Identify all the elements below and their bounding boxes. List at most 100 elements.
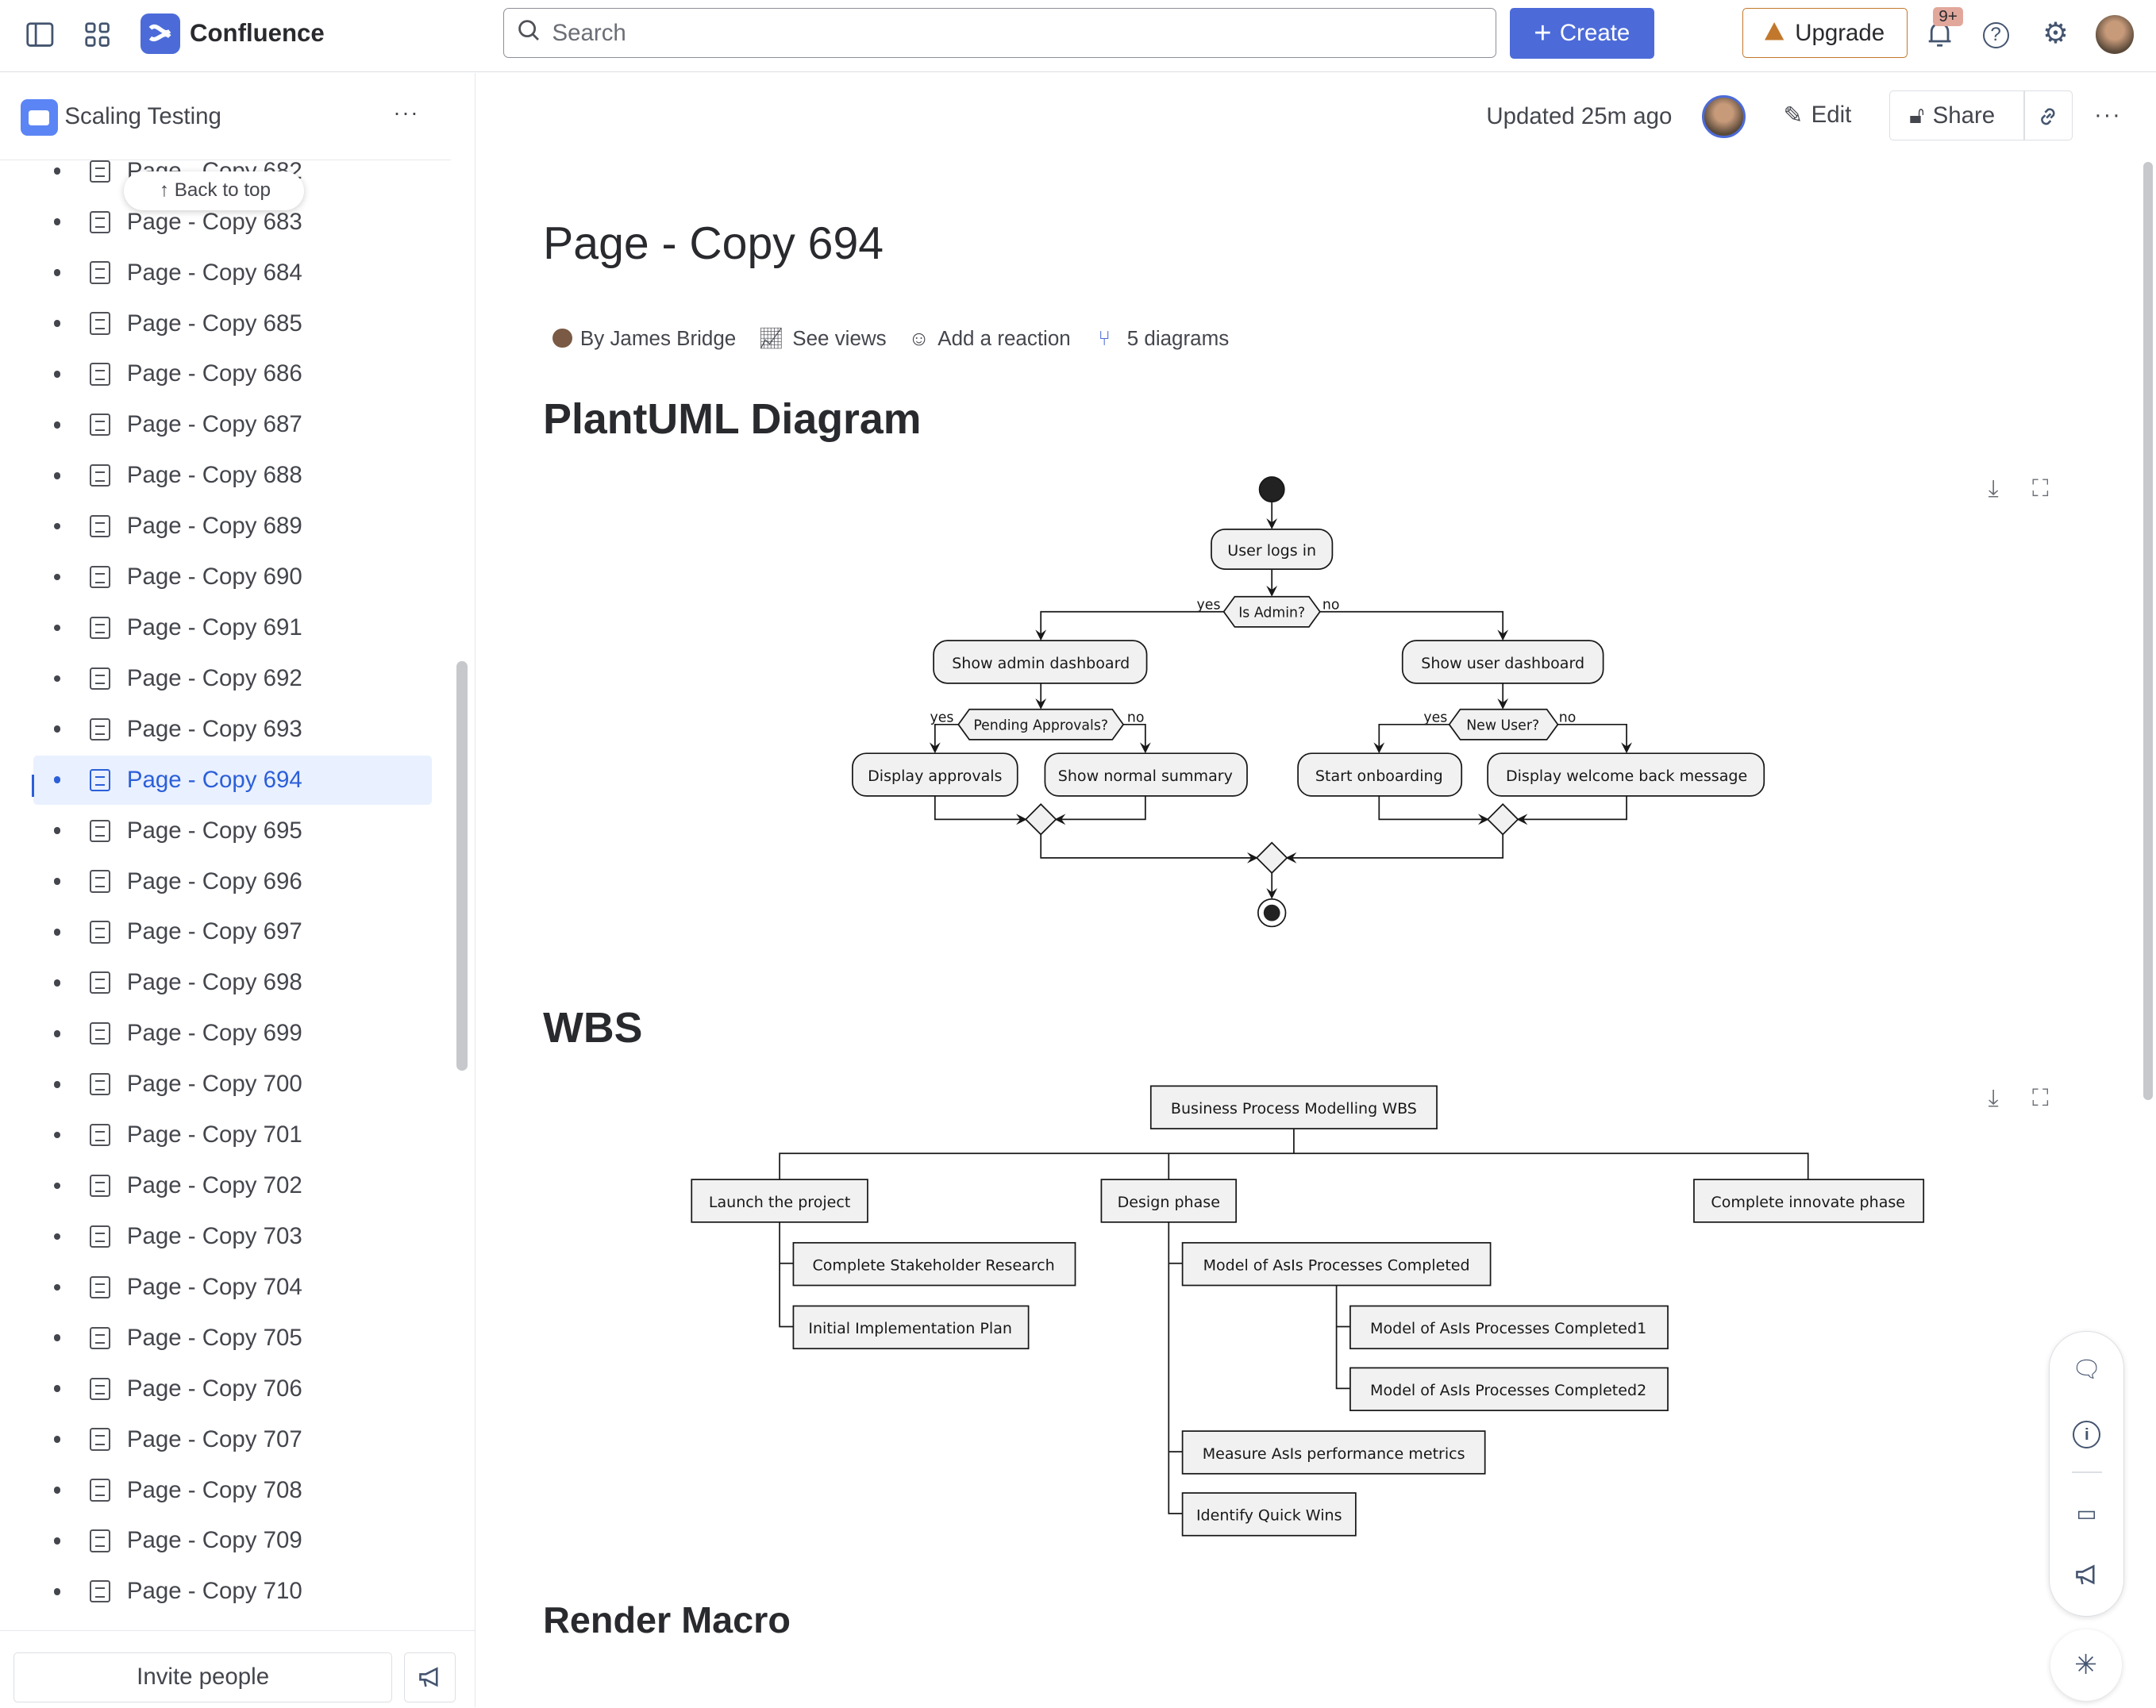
chart-line-icon: 📈︎: [757, 325, 784, 350]
sidebar-toggle-icon[interactable]: [25, 19, 55, 49]
bullet-icon: [53, 624, 61, 632]
sidebar-page-item[interactable]: Page - Copy 696: [33, 856, 432, 906]
merge-diamond: [1486, 803, 1519, 836]
sidebar-page-item[interactable]: Page - Copy 697: [33, 907, 432, 956]
sidebar-page-item[interactable]: Page - Copy 692: [33, 654, 432, 703]
sidebar-page-item[interactable]: Page - Copy 690: [33, 552, 432, 602]
sidebar-item-label: Page - Copy 706: [126, 1375, 302, 1402]
sidebar-item-label: Page - Copy 684: [126, 259, 302, 286]
video-icon[interactable]: ▭: [2076, 1500, 2097, 1525]
sidebar-page-item[interactable]: Page - Copy 693: [33, 705, 432, 754]
page-icon: [89, 312, 111, 335]
see-views-link[interactable]: See views: [792, 325, 887, 350]
app-name[interactable]: Confluence: [190, 19, 325, 48]
sidebar-page-item[interactable]: Page - Copy 698: [33, 958, 432, 1007]
sidebar-item-label: Page - Copy 703: [126, 1222, 302, 1249]
sidebar-item-label: Page - Copy 694: [126, 766, 302, 793]
updated-time: Updated 25m ago: [1486, 102, 1673, 129]
bullet-icon: [53, 269, 61, 276]
page-icon: [89, 1022, 111, 1045]
copy-link-icon[interactable]: [2027, 101, 2069, 131]
sidebar-page-item[interactable]: Page - Copy 685: [33, 298, 432, 348]
sidebar-page-item[interactable]: Page - Copy 684: [33, 248, 432, 297]
sidebar-page-item[interactable]: Page - Copy 707: [33, 1414, 432, 1464]
share-button[interactable]: 🔓︎Share: [1909, 102, 1995, 129]
search-input[interactable]: Search: [502, 8, 1496, 58]
bullet-icon: [53, 1334, 61, 1342]
page-icon: [89, 616, 111, 640]
sidebar-item-label: Page - Copy 691: [126, 614, 302, 640]
sidebar-page-item[interactable]: Page - Copy 694: [33, 755, 432, 805]
fullscreen-icon[interactable]: ⛶: [2032, 1084, 2049, 1111]
pencil-icon: ✎: [1783, 102, 1804, 129]
create-button[interactable]: +Create: [1509, 8, 1654, 60]
user-avatar[interactable]: [2095, 15, 2135, 54]
ai-sparkle-icon[interactable]: ✳: [2050, 1629, 2122, 1701]
confluence-logo-icon[interactable]: [140, 13, 180, 54]
sidebar-page-item[interactable]: Page - Copy 710: [33, 1567, 432, 1616]
sidebar-item-label: Page - Copy 698: [126, 969, 302, 996]
label: yes: [1197, 597, 1221, 613]
wbs-node: [1693, 1179, 1925, 1223]
bullet-icon: [53, 421, 61, 429]
add-reaction-button[interactable]: Add a reaction: [937, 325, 1071, 350]
bullet-icon: [53, 522, 61, 530]
invite-people-button[interactable]: Invite people: [13, 1652, 392, 1702]
settings-gear-icon[interactable]: ⚙: [2042, 17, 2069, 50]
download-icon[interactable]: ⤓: [1988, 475, 1999, 502]
sidebar-page-item[interactable]: Page - Copy 683: [33, 197, 432, 246]
author-link[interactable]: By James Bridge: [579, 325, 737, 350]
fullscreen-icon[interactable]: ⛶: [2032, 475, 2049, 502]
contributor-avatar[interactable]: [1702, 94, 1746, 138]
sidebar-page-item[interactable]: Page - Copy 702: [33, 1161, 432, 1210]
download-icon[interactable]: ⤓: [1988, 1084, 1999, 1111]
sidebar-page-item[interactable]: Page - Copy 689: [33, 502, 432, 551]
back-to-top-button[interactable]: ↑ Back to top: [123, 171, 304, 210]
space-name[interactable]: Scaling Testing: [64, 102, 221, 129]
sidebar-item-label: Page - Copy 704: [126, 1273, 302, 1300]
sidebar-page-item[interactable]: Page - Copy 695: [33, 806, 432, 855]
sidebar-page-item[interactable]: Page - Copy 688: [33, 451, 432, 500]
feedback-megaphone-icon[interactable]: [404, 1652, 456, 1702]
sidebar-page-item[interactable]: Page - Copy 700: [33, 1060, 432, 1109]
sidebar-page-item[interactable]: Page - Copy 687: [33, 400, 432, 449]
bullet-icon: [53, 1029, 61, 1037]
page-icon: [89, 1174, 111, 1198]
bullet-icon: [53, 827, 61, 834]
add-emoji-icon: ☺: [908, 325, 930, 350]
sidebar-page-item[interactable]: Page - Copy 686: [33, 349, 432, 398]
page-icon: [89, 971, 111, 994]
help-icon[interactable]: ?: [1982, 21, 2009, 48]
app-switcher-icon[interactable]: [83, 19, 113, 49]
sidebar-item-label: Page - Copy 702: [126, 1172, 302, 1199]
page-more-icon[interactable]: ···: [2093, 102, 2122, 129]
info-icon[interactable]: i: [2073, 1421, 2101, 1449]
bullet-icon: [53, 1537, 61, 1545]
sidebar-page-item[interactable]: Page - Copy 704: [33, 1263, 432, 1312]
edit-button[interactable]: ✎Edit: [1784, 102, 1852, 129]
sidebar-page-item[interactable]: Page - Copy 706: [33, 1364, 432, 1414]
sidebar-page-item[interactable]: Page - Copy 699: [33, 1009, 432, 1058]
sidebar-item-label: Page - Copy 700: [126, 1071, 302, 1098]
top-navigation: Confluence Search +Create Upgrade 9+ ? ⚙: [0, 0, 2156, 73]
diagrams-count[interactable]: 5 diagrams: [1126, 325, 1230, 350]
sidebar-page-item[interactable]: Page - Copy 701: [33, 1110, 432, 1160]
megaphone-icon[interactable]: [2070, 1561, 2104, 1589]
sidebar-page-item[interactable]: Page - Copy 703: [33, 1212, 432, 1261]
plus-icon: +: [1534, 16, 1552, 50]
more-options-icon[interactable]: ···: [393, 100, 420, 125]
page-scrollbar[interactable]: [2143, 162, 2154, 1100]
sidebar-page-item[interactable]: Page - Copy 708: [33, 1465, 432, 1514]
upgrade-button[interactable]: Upgrade: [1742, 8, 1908, 58]
sidebar-page-item[interactable]: Page - Copy 705: [33, 1314, 432, 1363]
sidebar-page-item[interactable]: Page - Copy 709: [33, 1516, 432, 1565]
comment-icon[interactable]: 🗨︎: [2071, 1356, 2102, 1383]
bullet-icon: [53, 1487, 61, 1494]
label: Start onboarding: [1315, 767, 1443, 785]
sidebar-item-label: Page - Copy 710: [126, 1578, 302, 1605]
bullet-icon: [53, 1385, 61, 1393]
sidebar-page-item[interactable]: Page - Copy 691: [33, 603, 432, 652]
page-icon: [89, 667, 111, 690]
sidebar-scrollbar[interactable]: [456, 661, 468, 1071]
